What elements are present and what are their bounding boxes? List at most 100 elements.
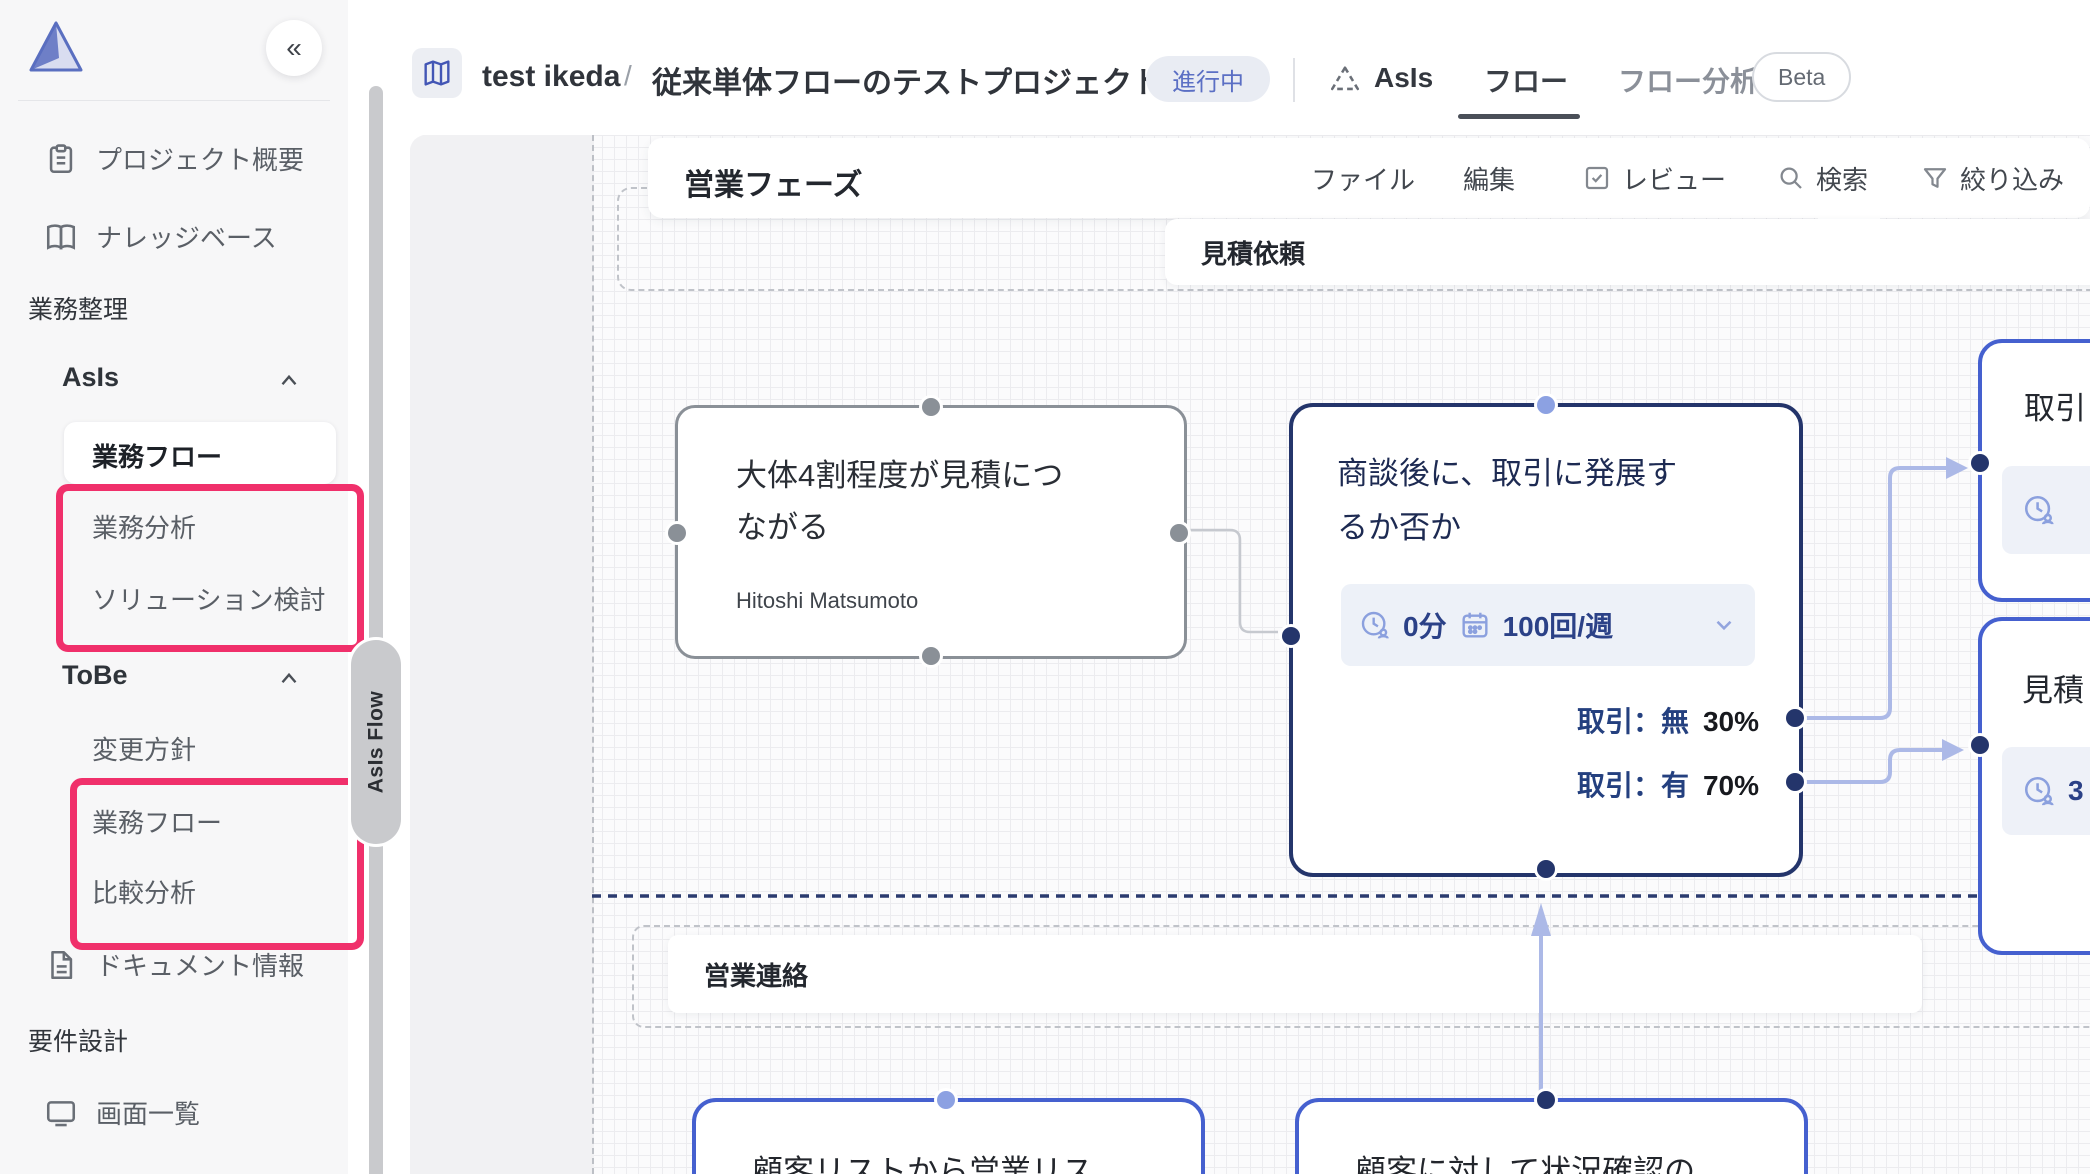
node-lead-estimate-rate[interactable]: 大体4割程度が見積につながる Hitoshi Matsumoto [668, 398, 1188, 665]
edge-branch-no-to-deal [1795, 466, 1946, 720]
handle-left[interactable] [1971, 736, 1989, 754]
branch-no-deal: 取引：無 30% [1577, 700, 1759, 740]
handle-left[interactable] [668, 524, 686, 542]
tab-flow-analysis[interactable]: フロー分析 [1618, 66, 1759, 97]
sidebar-group-asis[interactable]: AsIs [44, 362, 119, 393]
edge-branch-yes-to-estimate [1795, 748, 1942, 784]
arrowhead-right-icon [1942, 739, 1964, 761]
branch-value: 30% [1702, 706, 1759, 737]
menu-label: 絞り込み [1960, 164, 2065, 195]
sidebar-item-document-info[interactable]: ドキュメント情報 [44, 946, 304, 983]
asis-flow-drawer-tab[interactable]: AsIs Flow [351, 640, 401, 844]
menu-label: 検索 [1816, 164, 1869, 195]
group-title-estimate-request[interactable]: 見積依頼 [1165, 219, 2090, 285]
asis-dashed-triangle-icon [1330, 66, 1360, 91]
handle-branch-yes[interactable] [1786, 773, 1804, 791]
node-title: 商談後に、取引に発展するか否か [1337, 456, 1678, 545]
canvas-toolbar: 営業フェーズ ファイル 編集 レビュー 検索 絞り込み [648, 138, 2090, 218]
map-icon [424, 60, 450, 86]
frequency-value: 100回/週 [1502, 611, 1614, 642]
group-title-label: 見積依頼 [1201, 238, 1306, 269]
group-title-sales-contact[interactable]: 営業連絡 [668, 935, 1922, 1013]
node-estimate[interactable]: 見積 3 [1971, 617, 2090, 955]
node-title: 顧客リストから営業リス [752, 1154, 1093, 1174]
funnel-icon [1923, 168, 1947, 188]
sidebar-item-comparison-analysis[interactable]: 比較分析 [92, 878, 197, 908]
group-sales-contact-frame [632, 925, 2090, 1028]
handle-top[interactable] [1537, 396, 1555, 414]
tab-flow[interactable]: フロー [1484, 66, 1569, 97]
menu-search[interactable]: 検索 [1776, 138, 1868, 218]
sidebar: « プロジェクト概要 ナレッジベース 業務整理 AsIs 業務フロー 業務分析 … [0, 0, 364, 1174]
breadcrumb-workspace[interactable]: test ikeda [482, 60, 621, 93]
node-customer-status[interactable]: 顧客に対して状況確認の [1295, 1091, 1808, 1174]
sidebar-item-project-overview[interactable]: プロジェクト概要 [44, 140, 304, 177]
handle-left[interactable] [1282, 627, 1300, 645]
search-icon [1780, 167, 1802, 189]
node-assignee: Hitoshi Matsumoto [736, 588, 919, 613]
menu-edit[interactable]: 編集 [1463, 138, 1515, 218]
sidebar-item-tobe-business-flow[interactable]: 業務フロー [92, 808, 223, 838]
calendar-icon [1462, 612, 1488, 638]
handle-branch-no[interactable] [1786, 709, 1804, 727]
sidebar-section-business: 業務整理 [28, 296, 129, 324]
panel-edge-strip [369, 86, 383, 1174]
app-logo-icon [29, 21, 83, 72]
sidebar-item-business-analysis[interactable]: 業務分析 [92, 513, 197, 543]
node-deal[interactable]: 取引 [1971, 339, 2090, 602]
sidebar-item-label: 業務フロー [92, 442, 223, 472]
edge-lead-to-decision [1176, 528, 1278, 634]
menu-label: レビュー [1622, 164, 1727, 195]
node-metrics-chip[interactable] [2002, 466, 2090, 554]
status-badge[interactable]: 進行中 [1146, 56, 1270, 102]
handle-top[interactable] [937, 1091, 955, 1109]
menu-filter[interactable]: 絞り込み [1920, 138, 2064, 218]
handle-left[interactable] [1971, 454, 1989, 472]
duration-value: 3 [2068, 775, 2084, 806]
menu-review[interactable]: レビュー [1582, 138, 1726, 218]
handle-bottom[interactable] [1537, 860, 1555, 878]
sidebar-item-label: ナレッジベース [96, 223, 277, 253]
node-customer-list[interactable]: 顧客リストから営業リス [692, 1091, 1205, 1174]
flow-canvas[interactable]: 購入者： 担当者 営業フェーズ ファイル 編集 レビュー 検索 絞り込み 見積依… [410, 135, 2090, 1174]
sidebar-item-knowledge-base[interactable]: ナレッジベース [44, 218, 277, 255]
menu-file[interactable]: ファイル [1311, 138, 1415, 218]
node-title: 大体4割程度が見積につながる [736, 458, 1064, 545]
menu-label: ファイル [1311, 164, 1416, 195]
sidebar-item-label: プロジェクト概要 [96, 145, 305, 175]
node-title: 取引 [2024, 391, 2086, 426]
sidebar-group-tobe[interactable]: ToBe [44, 660, 128, 691]
handle-right[interactable] [1170, 524, 1188, 542]
handle-top[interactable] [1537, 1091, 1555, 1109]
sidebar-item-change-policy[interactable]: 変更方針 [92, 735, 197, 765]
chevron-up-icon[interactable] [276, 368, 302, 394]
node-title: 見積 [2022, 673, 2084, 708]
menu-label: 編集 [1463, 164, 1516, 195]
node-metrics-chip[interactable]: 0分 100回/週 [1341, 584, 1755, 666]
chevron-up-icon[interactable] [276, 666, 302, 692]
tab-active-underline [1458, 114, 1580, 119]
handle-bottom[interactable] [922, 647, 940, 665]
chevron-down-icon[interactable] [1711, 612, 1737, 638]
breadcrumb-project-title: 従来単体フローのテストプロジェクト [652, 67, 1162, 100]
node-metrics-chip[interactable]: 3 [2002, 747, 2090, 835]
sidebar-group-label: AsIs [62, 362, 120, 392]
beta-badge: Beta [1752, 52, 1852, 102]
branch-label: 取引：無 [1576, 706, 1689, 737]
sidebar-collapse-button[interactable]: « [266, 20, 322, 76]
header-divider [1293, 58, 1295, 102]
book-icon [46, 223, 76, 250]
group-title-label: 営業連絡 [704, 960, 809, 991]
node-title: 顧客に対して状況確認の [1355, 1154, 1696, 1174]
lane-label-column [410, 135, 594, 1174]
sidebar-item-screen-list[interactable]: 画面一覧 [44, 1094, 200, 1131]
project-map-icon[interactable] [412, 48, 462, 98]
phase-title-sales[interactable]: 営業フェーズ [684, 169, 863, 202]
sidebar-item-solution-review[interactable]: ソリューション検討 [92, 585, 326, 615]
duration-value: 0分 [1403, 611, 1447, 642]
handle-top[interactable] [922, 398, 940, 416]
checkbox-check-icon [1585, 166, 1609, 190]
sidebar-item-business-flow-active[interactable]: 業務フロー [64, 422, 336, 484]
clipboard-icon [49, 143, 73, 173]
